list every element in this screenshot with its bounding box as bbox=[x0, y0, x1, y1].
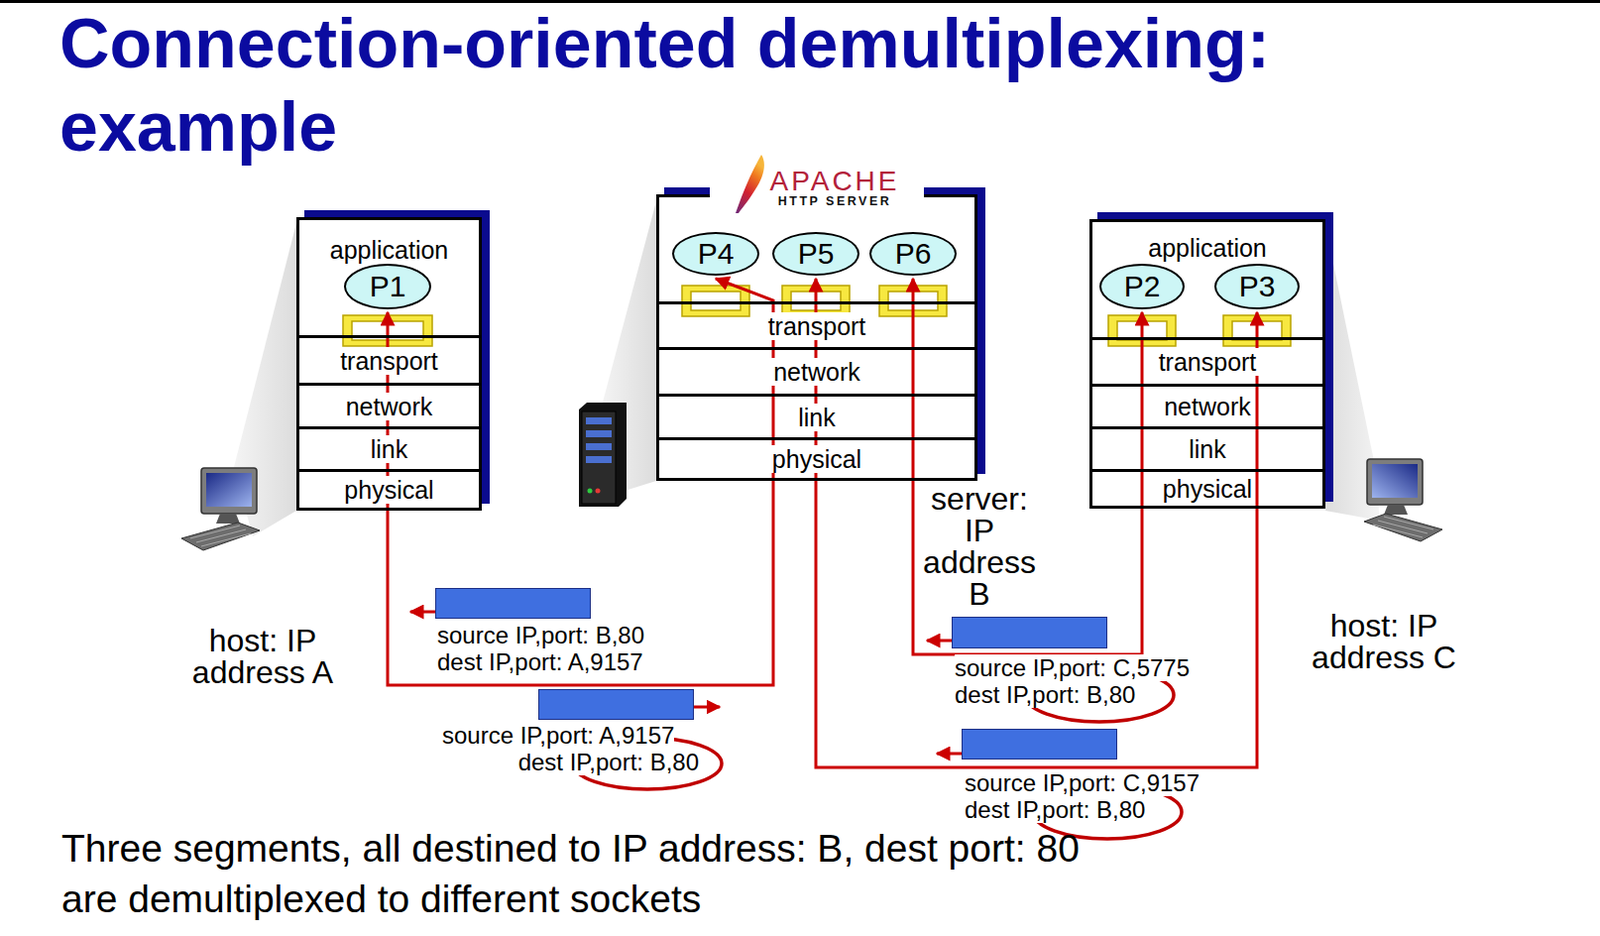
segment-body bbox=[538, 688, 694, 720]
keyboard bbox=[1364, 513, 1443, 542]
segment-path bbox=[387, 278, 774, 686]
process-name: P6 bbox=[895, 237, 932, 270]
header-field: dest IP,port: B,80 bbox=[518, 748, 699, 776]
header-field: source IP,port: C,9157 bbox=[964, 769, 1200, 797]
segment-body bbox=[951, 616, 1108, 649]
server-tower bbox=[578, 402, 627, 507]
layer-name: physical bbox=[769, 445, 865, 473]
drive-bay bbox=[585, 430, 612, 438]
layer-band: transport bbox=[1092, 337, 1323, 384]
layer-name: transport bbox=[337, 346, 442, 375]
led bbox=[587, 488, 593, 494]
layer-band: transport bbox=[299, 335, 479, 383]
header-field: source IP,port: A,9157 bbox=[442, 721, 675, 749]
protocol-stack: APACHEHTTP SERVERP4P5P6transportnetworkl… bbox=[656, 194, 978, 481]
layer-band: link bbox=[299, 426, 479, 469]
layer-band: physical bbox=[299, 468, 479, 508]
layer-name: link bbox=[795, 403, 839, 432]
header-field: dest IP,port: B,80 bbox=[954, 681, 1136, 708]
process-ellipse: P1 bbox=[343, 263, 432, 310]
layer-name: network bbox=[770, 357, 864, 386]
segment-header: source IP,port: C,9157dest IP,port: B,80 bbox=[964, 769, 1222, 823]
layer-name: network bbox=[342, 392, 437, 421]
layer-name: physical bbox=[1159, 474, 1256, 503]
segment-body bbox=[435, 587, 591, 619]
screen bbox=[206, 472, 252, 507]
segment-header: source IP,port: B,80dest IP,port: A,9157 bbox=[437, 621, 695, 676]
header-field: dest IP,port: A,9157 bbox=[437, 648, 644, 676]
drive-bay bbox=[585, 443, 612, 451]
tower-body bbox=[578, 402, 627, 507]
process-name: P1 bbox=[369, 270, 407, 303]
layer-band: physical bbox=[659, 437, 975, 478]
process-ellipse: P2 bbox=[1099, 263, 1185, 310]
stand bbox=[216, 513, 240, 524]
led bbox=[595, 488, 601, 494]
layer-name: network bbox=[1160, 392, 1255, 421]
layer-band: network bbox=[299, 382, 479, 427]
process-name: P4 bbox=[697, 237, 735, 270]
apache-feather bbox=[735, 154, 765, 214]
logo-patch: APACHEHTTP SERVER bbox=[709, 164, 924, 213]
segment-header: source IP,port: C,5775dest IP,port: B,80 bbox=[954, 654, 1212, 708]
address-label: server: IP address B bbox=[919, 482, 1039, 610]
segment: source IP,port: A,9157dest IP,port: B,80 bbox=[442, 688, 699, 776]
layer-name: transport bbox=[1155, 347, 1260, 376]
segment-header: source IP,port: A,9157dest IP,port: B,80 bbox=[442, 721, 699, 776]
keyboard bbox=[181, 522, 260, 551]
layer-name: physical bbox=[341, 475, 437, 504]
layer-band: network bbox=[1092, 383, 1323, 427]
layer-name: link bbox=[367, 435, 412, 463]
host-computer bbox=[181, 467, 260, 551]
protocol-stack: applicationP1 transport network link physica… bbox=[296, 217, 482, 511]
host-computer bbox=[1364, 458, 1443, 542]
process-ellipse: P3 bbox=[1214, 263, 1300, 310]
header-field: dest IP,port: B,80 bbox=[964, 796, 1145, 823]
header-field: source IP,port: C,5775 bbox=[954, 654, 1190, 682]
layer-band: link bbox=[659, 393, 975, 438]
process-ellipse: P4 bbox=[672, 231, 760, 276]
monitor bbox=[1367, 458, 1423, 505]
layer-name: application bbox=[327, 235, 453, 264]
header-field: source IP,port: B,80 bbox=[437, 621, 645, 649]
layer-name: link bbox=[1185, 435, 1230, 463]
keys bbox=[190, 525, 251, 547]
caption: Three segments, all destined to IP addre… bbox=[61, 822, 1093, 924]
logo-subtitle: HTTP SERVER bbox=[765, 194, 905, 209]
process-ellipse: P5 bbox=[772, 231, 860, 276]
keys bbox=[1372, 516, 1434, 538]
segment: source IP,port: B,80dest IP,port: A,9157 bbox=[435, 587, 695, 676]
stand bbox=[1383, 504, 1408, 515]
segment-path bbox=[913, 278, 1143, 655]
protocol-stack: applicationP2 P3 transport network link physi… bbox=[1089, 219, 1326, 509]
address-label: host: IP address C bbox=[1309, 609, 1459, 674]
monitor bbox=[201, 467, 257, 514]
drive-bay bbox=[585, 417, 612, 425]
logo-wordmark: APACHE bbox=[765, 167, 905, 196]
segment-body bbox=[961, 728, 1118, 760]
slide-title: Connection-oriented demultiplexing: exam… bbox=[59, 1, 1547, 169]
layer-band: network bbox=[659, 346, 975, 394]
process-name: P5 bbox=[798, 237, 835, 270]
process-name: P2 bbox=[1124, 270, 1161, 303]
process-name: P3 bbox=[1239, 270, 1276, 303]
layer-band: physical bbox=[1092, 468, 1323, 506]
layer-name: transport bbox=[765, 312, 870, 341]
layer-band: transport bbox=[659, 301, 975, 347]
address-label: host: IP address A bbox=[188, 624, 338, 688]
segment: source IP,port: C,5775dest IP,port: B,80 bbox=[951, 616, 1212, 708]
layer-band: link bbox=[1092, 426, 1323, 469]
process-ellipse: P6 bbox=[869, 231, 957, 276]
screen bbox=[1371, 463, 1418, 498]
layer-name: application bbox=[1144, 233, 1270, 262]
drive-bay bbox=[585, 456, 612, 463]
segment: source IP,port: C,9157dest IP,port: B,80 bbox=[961, 728, 1222, 823]
tower-face bbox=[581, 411, 616, 504]
